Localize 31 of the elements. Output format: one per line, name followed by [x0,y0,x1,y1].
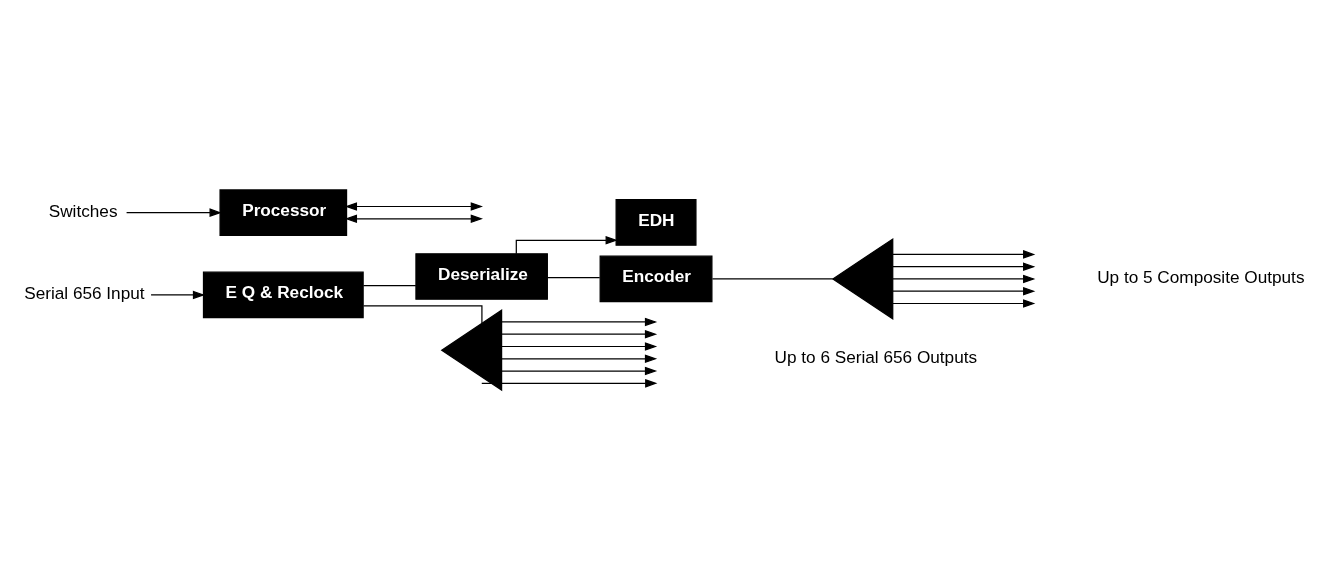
arrow [501,317,658,326]
arrow [515,235,618,254]
arrow [501,341,658,351]
node-box: Deserialize [415,252,548,300]
arrow [150,290,206,299]
label: Up to 6 Serial 656 Outputs [774,346,978,367]
arrow [892,274,1036,283]
node-triangle [831,237,894,320]
arrow [892,249,1036,259]
arrow [892,286,1036,296]
connector [546,276,601,278]
arrow [501,329,658,338]
node-box: Encoder [599,255,713,302]
arrow [892,298,1036,308]
connector [711,277,834,280]
arrow [344,213,483,223]
arrow [501,353,658,363]
label: Up to 5 Composite Outputs [1097,266,1305,287]
connector [362,284,417,286]
node-triangle [440,308,503,391]
arrow [125,207,222,217]
arrow [892,261,1036,271]
arrow [481,378,658,388]
arrow [344,201,483,211]
node-box: E Q & Reclock [202,271,364,318]
arrow [501,366,658,375]
node-box: Processor [219,188,348,236]
node-text: Serial 656 Input [24,282,145,303]
node-text: Switches [48,200,118,221]
node-box: EDH [615,198,697,246]
connector [362,304,483,324]
